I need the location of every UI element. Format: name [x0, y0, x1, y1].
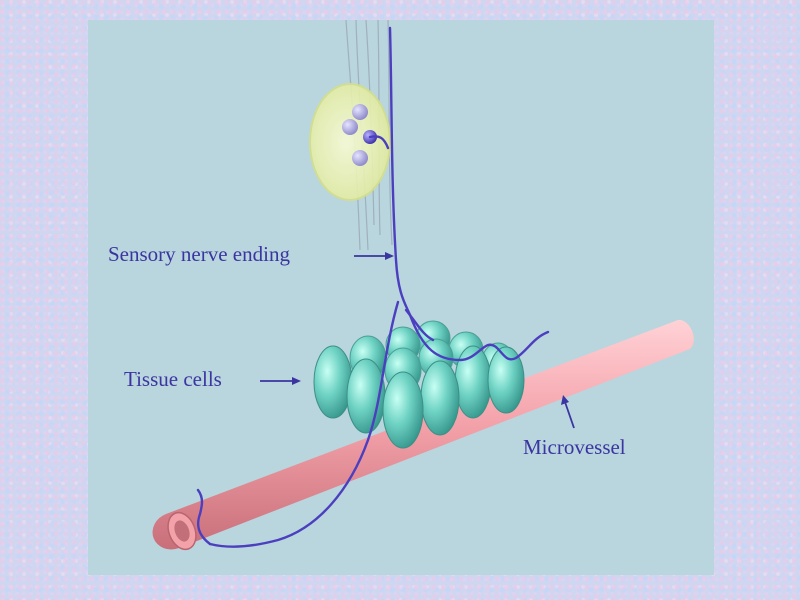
diagram-panel: Sensory nerve ending Tissue cells Microv…	[88, 20, 714, 575]
diagram-canvas	[88, 20, 714, 575]
label-sensory-nerve-ending: Sensory nerve ending	[108, 242, 290, 267]
sensory-nerve-arrowhead	[385, 252, 394, 260]
tissue-cells-arrowhead	[292, 377, 301, 385]
dorsal-root-ganglion	[310, 84, 390, 200]
label-tissue-cells: Tissue cells	[124, 367, 222, 392]
tissue-cells	[314, 321, 524, 448]
label-microvessel: Microvessel	[523, 435, 626, 460]
microvessel-arrow	[565, 402, 574, 428]
